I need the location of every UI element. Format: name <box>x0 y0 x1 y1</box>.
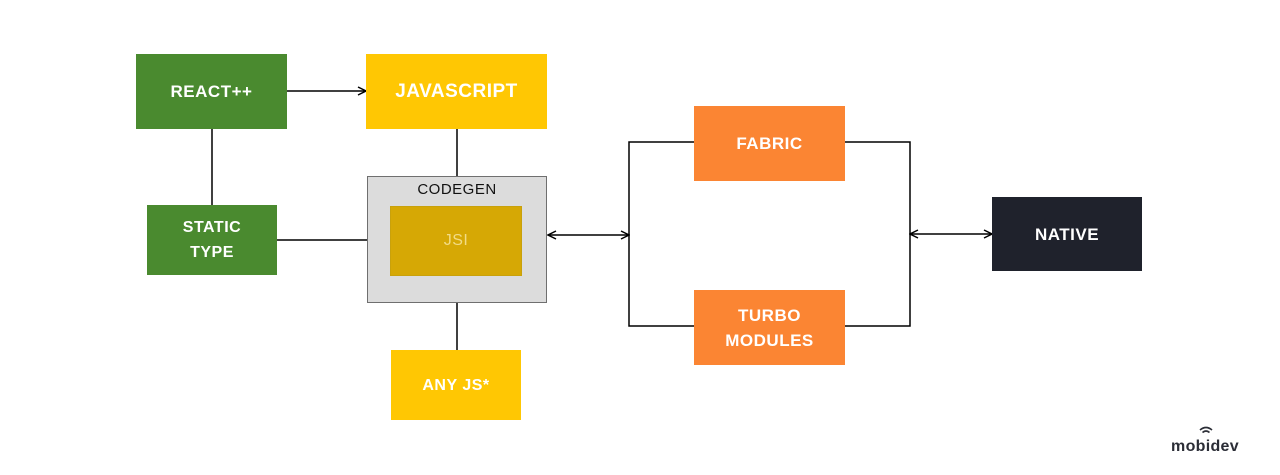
node-static-type-line-1: STATIC <box>182 219 242 236</box>
node-javascript: JAVASCRIPT <box>366 54 547 129</box>
node-native: NATIVE <box>992 197 1142 271</box>
node-javascript-label: JAVASCRIPT <box>395 81 518 102</box>
logo-text: mobidev <box>1171 438 1239 455</box>
node-native-label: NATIVE <box>1034 224 1100 244</box>
node-jsi: JSI <box>390 206 522 276</box>
node-static-type-line-2: TYPE <box>190 244 234 261</box>
left-bracket <box>628 141 694 327</box>
node-fabric: FABRIC <box>694 106 845 181</box>
wifi-signal-icon <box>1199 426 1213 434</box>
node-static-type: STATIC TYPE <box>147 205 277 275</box>
node-turbo-modules-line-2: MODULES <box>725 330 814 350</box>
node-fabric-label: FABRIC <box>736 134 803 153</box>
node-any-js-label: ANY JS* <box>422 376 490 394</box>
node-react-label: REACT++ <box>170 82 253 101</box>
node-turbo-modules: TURBO MODULES <box>694 290 845 365</box>
node-codegen-label: CODEGEN <box>417 181 497 198</box>
node-any-js: ANY JS* <box>391 350 521 420</box>
node-jsi-label: JSI <box>443 232 469 249</box>
right-bracket <box>845 141 911 327</box>
node-turbo-modules-line-1: TURBO <box>738 305 801 325</box>
node-react: REACT++ <box>136 54 287 129</box>
mobidev-logo: mobidev <box>1166 426 1244 456</box>
node-codegen: CODEGEN JSI <box>367 176 547 303</box>
